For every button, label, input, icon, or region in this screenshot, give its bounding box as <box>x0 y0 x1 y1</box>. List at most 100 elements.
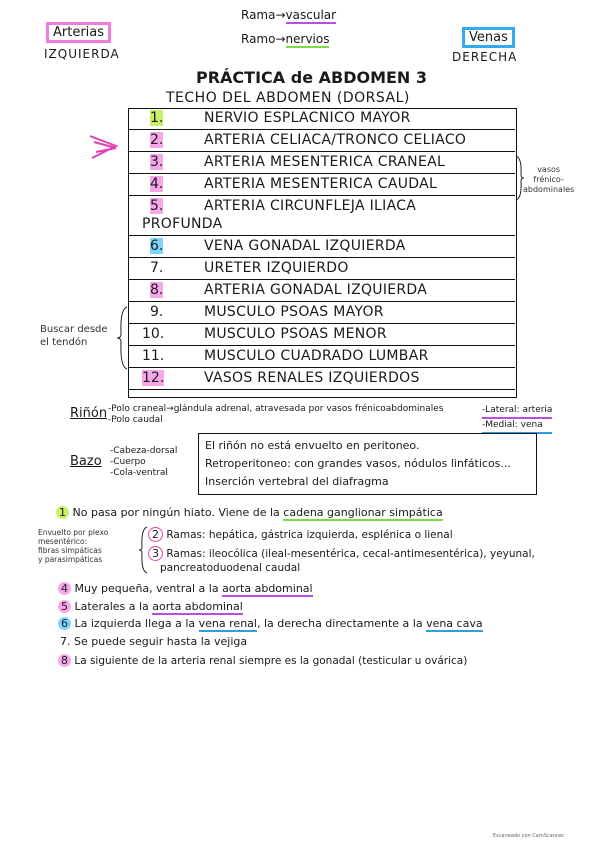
ramo-prefix: Ramo→ <box>241 32 286 46</box>
row-number: 1. <box>150 110 164 126</box>
frenico-word: frénico- <box>533 175 564 184</box>
buscar-line1: Buscar desde <box>40 324 108 335</box>
note-6-mid: , la derecha directamente a la <box>256 617 427 630</box>
table-row: 4. ARTERIA MESENTERICA CAUDAL <box>128 174 515 196</box>
boxed-note-line: Retroperitoneo: con grandes vasos, nódul… <box>205 457 511 470</box>
bazo-line: -Cola-ventral <box>110 468 168 478</box>
table-row: 3.ARTERIA MESENTERICA CRANEAL <box>128 152 515 174</box>
lateral-arteria: -Lateral: arteria <box>482 404 553 419</box>
brace-notes-icon <box>138 526 148 574</box>
note-3-number: 3 <box>148 546 163 561</box>
page-subtitle: TECHO DEL ABDOMEN (DORSAL) <box>166 90 410 106</box>
derecha-label: DERECHA <box>452 50 518 64</box>
note-6-underlined-2: vena cava <box>426 617 483 632</box>
row-text: ARTERIA CIRCUNFLEJA ILIACA <box>204 198 417 214</box>
row-text: VENA GONADAL IZQUIERDA <box>204 238 406 254</box>
row-text-continued: PROFUNDA <box>142 216 223 232</box>
arterias-label: Arterias <box>46 22 112 43</box>
row-text: VASOS RENALES IZQUIERDOS <box>204 370 420 386</box>
note-8: 8 La siguiente de la arteria renal siemp… <box>58 654 467 667</box>
table-row: 8. ARTERIA GONADAL IZQUIERDA <box>128 280 515 302</box>
rinon-line2: -Polo caudal <box>108 415 163 425</box>
brace-right-icon <box>515 155 525 201</box>
row-number: 4. <box>150 176 164 192</box>
page-title: PRÁCTICA de ABDOMEN 3 <box>196 68 428 87</box>
row-number: 12. <box>142 370 165 386</box>
table-row: 11. MUSCULO CUADRADO LUMBAR <box>128 346 515 368</box>
note-5-number: 5 <box>58 600 71 613</box>
note-1-number: 1 <box>56 506 69 519</box>
row-number: 8. <box>150 282 164 298</box>
row-text: ARTERIA CELIACA/TRONCO CELIACO <box>204 132 467 148</box>
row-text: ARTERIA MESENTERICA CAUDAL <box>204 176 438 192</box>
boxed-note-line: El riñón no está envuelto en peritoneo. <box>205 439 420 452</box>
table-row: 9. MUSCULO PSOAS MAYOR <box>128 302 515 324</box>
envuelto-line1: Envuelto por plexo <box>38 528 109 537</box>
row-text: NERVIO ESPLACNICO MAYOR <box>204 110 411 126</box>
row-number: 9. <box>150 304 164 320</box>
venas-label: Venas <box>462 27 515 48</box>
rama-word: vascular <box>285 8 337 24</box>
bazo-label: Bazo <box>70 454 102 469</box>
rinon-detail: -Polo craneal→glándula adrenal, atravesa… <box>108 404 443 426</box>
medial-vena: -Medial: vena <box>482 419 553 434</box>
note-2-text: Ramas: hepática, gástrica izquierda, esp… <box>166 529 453 541</box>
note-6-text: La izquierda llega a la <box>74 617 199 630</box>
rinon-line1: -Polo craneal→glándula adrenal, atravesa… <box>108 404 444 414</box>
peritoneo-note-box <box>198 433 537 495</box>
envuelto-line3: fibras simpáticas <box>38 546 102 555</box>
bazo-line: -Cuerpo <box>110 457 146 467</box>
note-6: 6 La izquierda llega a la vena renal, la… <box>58 617 483 632</box>
brace-left-icon <box>116 306 128 370</box>
abdominales-word: abdominales <box>523 185 575 194</box>
envuelto-line2: mesentérico: <box>38 537 88 546</box>
row-text: MUSCULO CUADRADO LUMBAR <box>204 348 429 364</box>
vasos-word: vasos <box>537 165 561 174</box>
buscar-line2: el tendón <box>40 337 88 348</box>
vasos-frenico-note: vasos frénico- abdominales <box>523 165 574 195</box>
table-row: 6. VENA GONADAL IZQUIERDA <box>128 236 515 258</box>
rinon-label: Riñón <box>70 406 108 421</box>
row-text: MUSCULO PSOAS MAYOR <box>204 304 384 320</box>
note-7: 7. Se puede seguir hasta la vejiga <box>60 635 248 648</box>
rama-vascular-note: Rama→vascular <box>241 8 337 24</box>
note-6-number: 6 <box>58 617 71 630</box>
row-number: 11. <box>142 348 165 364</box>
structure-table <box>128 108 517 398</box>
note-4-number: 4 <box>58 582 71 595</box>
note-1-underlined: cadena ganglionar simpática <box>283 506 443 521</box>
boxed-note-line: Inserción vertebral del diafragma <box>205 475 389 488</box>
bazo-detail: -Cabeza-dorsal-Cuerpo-Cola-ventral <box>110 446 177 479</box>
izquierda-label: IZQUIERDA <box>44 47 120 61</box>
row-number: 7. <box>150 260 164 276</box>
note-5: 5 Laterales a la aorta abdominal <box>58 600 243 615</box>
envuelto-line4: y parasimpáticas <box>38 555 103 564</box>
row-text: MUSCULO PSOAS MENOR <box>204 326 387 342</box>
row-text: ARTERIA MESENTERICA CRANEAL <box>204 154 446 170</box>
note-5-text: Laterales a la <box>74 600 153 613</box>
row-number: 10. <box>142 326 165 342</box>
envuelto-note: Envuelto por plexo mesentérico: fibras s… <box>38 528 108 564</box>
note-8-number: 8 <box>58 654 71 667</box>
table-row: 7.URETER IZQUIERDO <box>128 258 515 280</box>
row-text: ARTERIA GONADAL IZQUIERDA <box>204 282 428 298</box>
buscar-note: Buscar desde el tendón <box>40 323 108 349</box>
table-row: 10. MUSCULO PSOAS MENOR <box>128 324 515 346</box>
note-6-underlined-1: vena renal <box>198 617 257 632</box>
note-4: 4 Muy pequeña, ventral a la aorta abdomi… <box>58 582 313 597</box>
table-row: 1. NERVIO ESPLACNICO MAYOR <box>128 108 515 130</box>
bazo-line: -Cabeza-dorsal <box>110 446 178 456</box>
note-2: 2 Ramas: hepática, gástrica izquierda, e… <box>148 527 453 542</box>
row-number: 6. <box>150 238 164 254</box>
note-4-text: Muy pequeña, ventral a la <box>74 582 223 595</box>
arrow-mark-icon <box>89 135 119 159</box>
note-3-text: Ramas: ileocólica (ileal-mesentérica, ce… <box>166 548 535 560</box>
note-8-text: La siguiente de la arteria renal siempre… <box>74 655 468 667</box>
table-row: 2.ARTERIA CELIACA/TRONCO CELIACO <box>128 130 515 152</box>
rama-prefix: Rama→ <box>241 8 286 22</box>
note-5-underlined: aorta abdominal <box>152 600 243 615</box>
peritoneo-note: El riñón no está envuelto en peritoneo. R… <box>205 437 511 491</box>
rinon-lat-med: -Lateral: arteria -Medial: vena <box>482 404 553 434</box>
note-1: 1 No pasa por ningún hiato. Viene de la … <box>56 506 443 521</box>
